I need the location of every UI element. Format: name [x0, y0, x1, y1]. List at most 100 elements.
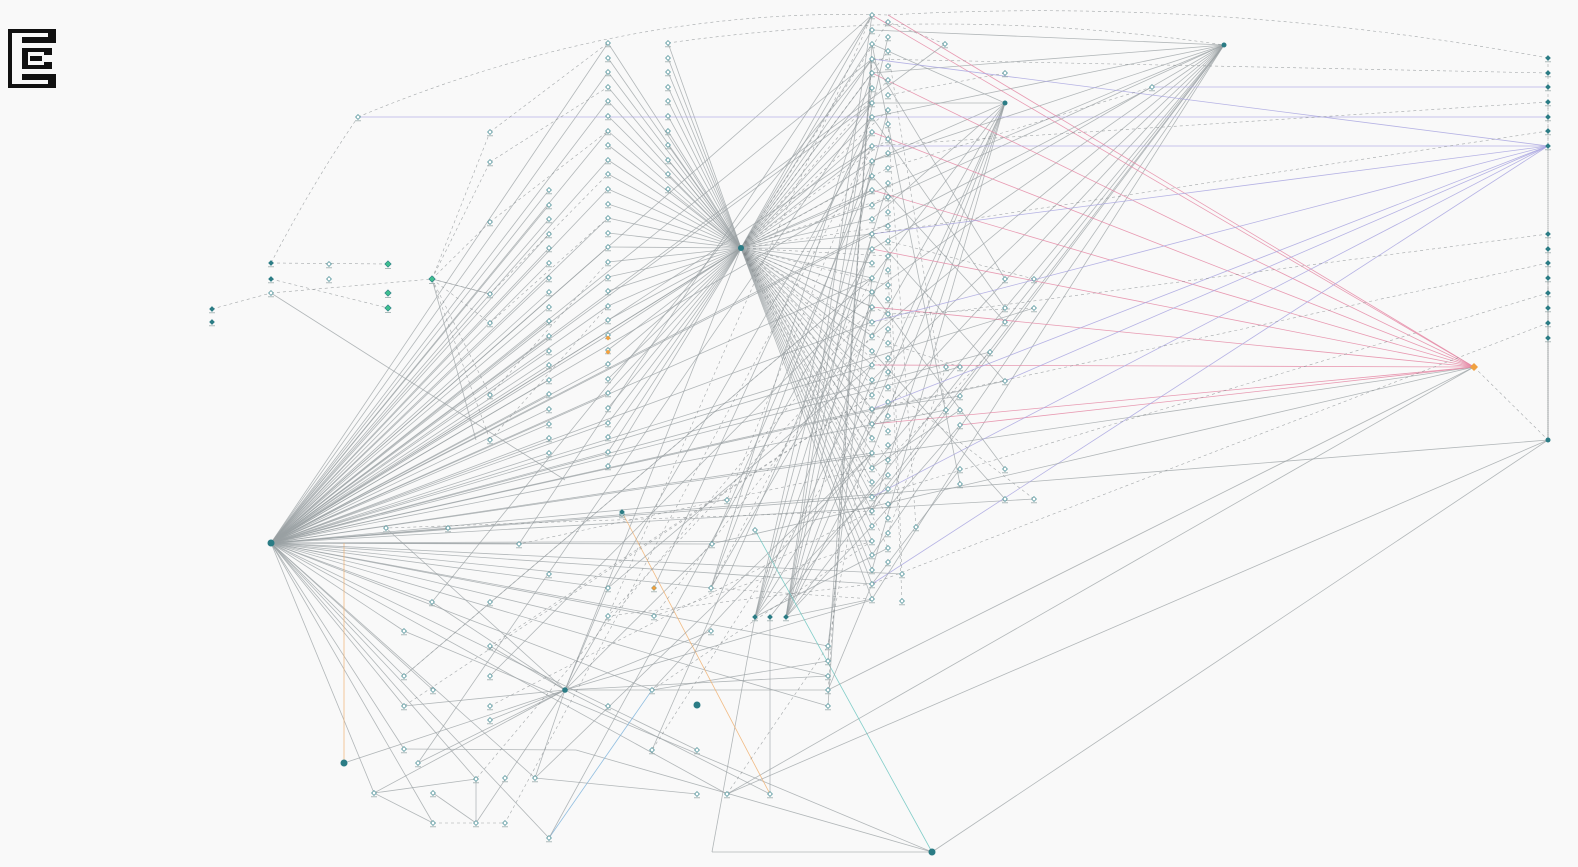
diamond-node[interactable] [1545, 231, 1551, 237]
flag-node[interactable] [605, 335, 611, 341]
diamond-node[interactable] [1545, 246, 1551, 252]
diamond-node[interactable] [869, 479, 875, 485]
diamond-node[interactable] [869, 319, 875, 325]
diamond-node[interactable] [869, 275, 875, 281]
flag-node[interactable] [651, 585, 657, 591]
diamond-node[interactable] [665, 40, 671, 46]
diamond-node[interactable] [957, 466, 963, 472]
diamond-node[interactable] [885, 267, 891, 273]
diamond-node[interactable] [885, 223, 891, 229]
diamond-node[interactable] [1002, 496, 1008, 502]
diamond-node[interactable] [885, 180, 891, 186]
diamond-node[interactable] [605, 390, 611, 396]
diamond-node[interactable] [546, 348, 552, 354]
diamond-node[interactable] [1002, 276, 1008, 282]
diamond-node[interactable] [885, 311, 891, 317]
diamond-node[interactable] [869, 173, 875, 179]
diamond-node[interactable] [546, 231, 552, 237]
diamond-node[interactable] [885, 530, 891, 536]
diamond-node[interactable] [869, 362, 875, 368]
diamond-node[interactable] [899, 571, 905, 577]
diamond-node[interactable] [1031, 276, 1037, 282]
diamond-node[interactable] [1031, 305, 1037, 311]
diamond-node[interactable] [487, 717, 493, 723]
diamond-node[interactable] [1545, 305, 1551, 311]
diamond-node[interactable] [605, 201, 611, 207]
diamond-node[interactable] [1545, 114, 1551, 120]
diamond-node[interactable] [885, 253, 891, 259]
diamond-node[interactable] [1545, 99, 1551, 105]
hub-node[interactable] [693, 701, 701, 709]
diamond-node[interactable] [665, 128, 671, 134]
diamond-node[interactable] [1545, 84, 1551, 90]
diamond-node[interactable] [605, 186, 611, 192]
diamond-node[interactable] [709, 541, 715, 547]
diamond-node[interactable] [869, 465, 875, 471]
diamond-node[interactable] [885, 136, 891, 142]
diamond-node[interactable] [869, 450, 875, 456]
diamond-node[interactable] [885, 282, 891, 288]
diamond-node[interactable] [546, 406, 552, 412]
diamond-node[interactable] [869, 435, 875, 441]
diamond-node[interactable] [885, 340, 891, 346]
diamond-node[interactable] [869, 129, 875, 135]
diamond-node[interactable] [869, 260, 875, 266]
diamond-node[interactable] [1002, 305, 1008, 311]
diamond-node[interactable] [1545, 320, 1551, 326]
diamond-node[interactable] [487, 129, 493, 135]
diamond-node[interactable] [869, 12, 875, 18]
diamond-node[interactable] [605, 230, 611, 236]
diamond-node[interactable] [605, 361, 611, 367]
diamond-node[interactable] [546, 391, 552, 397]
diamond-node[interactable] [899, 598, 905, 604]
diamond-node[interactable] [708, 628, 714, 634]
diamond-node[interactable] [445, 525, 451, 531]
diamond-node[interactable] [825, 687, 831, 693]
diamond-node[interactable] [473, 820, 479, 826]
diamond-node[interactable] [665, 171, 671, 177]
diamond-node[interactable] [546, 377, 552, 383]
diamond-node[interactable] [1002, 319, 1008, 325]
diamond-node[interactable] [752, 614, 758, 620]
diamond-node[interactable] [885, 355, 891, 361]
diamond-node[interactable] [885, 150, 891, 156]
diamond-node[interactable] [546, 571, 552, 577]
diamond-node[interactable] [665, 55, 671, 61]
diamond-node[interactable] [885, 296, 891, 302]
diamond-node[interactable] [401, 628, 407, 634]
diamond-node[interactable] [605, 317, 611, 323]
diamond-node[interactable] [869, 538, 875, 544]
diamond-node[interactable] [913, 524, 919, 530]
diamond-node[interactable] [724, 497, 730, 503]
top-right-hub-node[interactable] [1221, 42, 1227, 48]
diamond-node[interactable] [869, 56, 875, 62]
diamond-node[interactable] [605, 274, 611, 280]
diamond-node[interactable] [401, 673, 407, 679]
diamond-node[interactable] [869, 27, 875, 33]
diamond-node[interactable] [869, 508, 875, 514]
diamond-node[interactable] [605, 69, 611, 75]
diamond-node[interactable] [869, 158, 875, 164]
diamond-node[interactable] [355, 114, 361, 120]
diamond-node[interactable] [605, 613, 611, 619]
diamond-node[interactable] [869, 581, 875, 587]
diamond-node[interactable] [825, 673, 831, 679]
diamond-node[interactable] [1002, 466, 1008, 472]
diamond-node[interactable] [869, 246, 875, 252]
diamond-node[interactable] [326, 261, 332, 267]
diamond-node[interactable] [401, 703, 407, 709]
diamond-node[interactable] [783, 614, 789, 620]
diamond-node[interactable] [546, 435, 552, 441]
diamond-node[interactable] [268, 260, 274, 266]
diamond-node[interactable] [694, 747, 700, 753]
diamond-node[interactable] [708, 585, 714, 591]
diamond-node[interactable] [605, 585, 611, 591]
diamond-node[interactable] [665, 69, 671, 75]
diamond-node[interactable] [885, 92, 891, 98]
diamond-node[interactable] [487, 291, 493, 297]
diamond-node[interactable] [605, 98, 611, 104]
diamond-node[interactable] [546, 304, 552, 310]
diamond-node[interactable] [825, 703, 831, 709]
diamond-node[interactable] [943, 364, 949, 370]
diamond-node[interactable] [209, 306, 215, 312]
